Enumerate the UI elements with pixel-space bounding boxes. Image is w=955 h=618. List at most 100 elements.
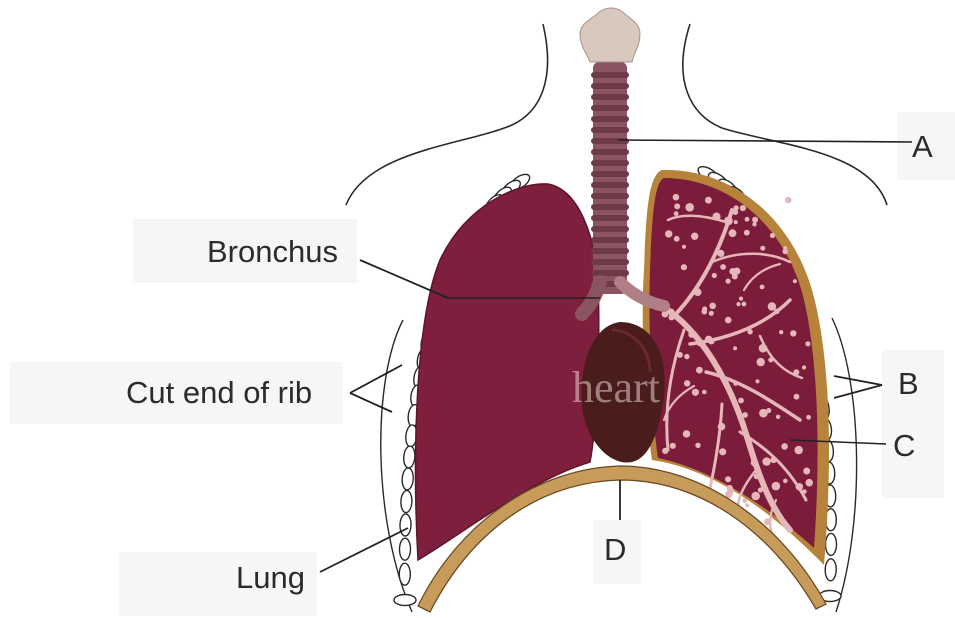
alveolus (688, 331, 695, 338)
alveolus (712, 213, 720, 221)
alveolus (802, 489, 807, 494)
trachea-ring (591, 193, 629, 199)
watermark-text: heart (572, 363, 660, 412)
alveolus (781, 443, 788, 450)
alveolus (662, 448, 668, 454)
trachea-ring (591, 248, 629, 254)
trachea-ring (591, 237, 629, 243)
alveolus (754, 473, 760, 479)
alveolus (751, 459, 758, 466)
alveolus (805, 341, 810, 346)
alveolus (770, 233, 775, 238)
leader-line-a (618, 140, 912, 142)
alveolus (729, 229, 737, 237)
alveolus (674, 236, 680, 242)
leader-line-b-upper (834, 376, 882, 385)
trachea-ring (591, 72, 629, 78)
alveolus (691, 233, 698, 240)
alveolus (669, 314, 675, 320)
alveolus (725, 317, 732, 324)
leader-line-rib-upper (350, 365, 402, 393)
alveolus (751, 492, 760, 501)
alveolus (674, 211, 679, 216)
rib-link (399, 538, 410, 560)
alveolus (793, 279, 797, 283)
rib-link (394, 595, 416, 606)
alveolus (757, 358, 765, 366)
trachea-ring (591, 94, 629, 100)
trachea-ring (591, 182, 629, 188)
larynx (580, 8, 640, 62)
alveolus (702, 309, 708, 315)
label-c: C (893, 430, 915, 461)
alveolus (702, 390, 707, 395)
alveolus (684, 354, 689, 359)
label-lung: Lung (236, 562, 305, 593)
alveolus (742, 412, 748, 418)
rib-link (403, 446, 416, 469)
trachea-ring (591, 105, 629, 111)
alveolus (743, 498, 748, 503)
alveolus (744, 230, 750, 236)
alveolus (782, 249, 788, 255)
label-bronchus: Bronchus (207, 236, 338, 267)
alveolus (758, 487, 763, 492)
trachea-ring (591, 83, 629, 89)
alveolus (696, 340, 702, 346)
trachea-ring (591, 160, 629, 166)
alveolus (770, 457, 776, 463)
alveolus (682, 245, 686, 249)
alveolus (747, 329, 752, 334)
alveolus (803, 468, 810, 475)
alveolus (694, 288, 702, 296)
alveolus (806, 415, 811, 420)
alveolus (805, 479, 813, 487)
alveolus (709, 311, 714, 316)
alveolus (733, 346, 737, 350)
alveolus (725, 476, 731, 482)
alveolus (684, 380, 690, 386)
alveolus (726, 279, 731, 284)
label-d: D (604, 534, 626, 565)
alveolus (802, 365, 806, 369)
alveolus (768, 302, 776, 310)
alveolus (709, 303, 716, 310)
alveolus (793, 369, 799, 375)
alveolus (733, 381, 738, 386)
alveolus (669, 309, 675, 315)
alveolus (717, 250, 724, 257)
label-b: B (898, 368, 919, 399)
trachea-ring (591, 171, 629, 177)
alveolus (705, 336, 712, 343)
trachea-ring (591, 226, 629, 232)
alveolus (670, 443, 676, 449)
rib-link (399, 563, 410, 585)
rib-link (825, 559, 836, 581)
alveolus (796, 483, 804, 491)
alveolus (752, 217, 758, 223)
alveolus (752, 222, 756, 226)
trachea-ring (591, 270, 629, 276)
rib-link (402, 468, 414, 491)
alveolus (740, 205, 746, 211)
alveolus (705, 197, 712, 204)
alveolus (762, 457, 770, 465)
alveolus (712, 273, 717, 278)
alveolus (674, 203, 680, 209)
alveolus (776, 415, 780, 419)
alveolus (718, 423, 726, 431)
alveolus (739, 297, 743, 301)
rib-link (825, 533, 836, 555)
alveolus (760, 246, 765, 251)
alveolus (760, 285, 765, 290)
alveolus (790, 330, 796, 336)
label-cut-end-of-rib: Cut end of rib (126, 377, 312, 408)
trachea-ring (591, 116, 629, 122)
alveolus (681, 264, 687, 270)
leader-line-rib-lower (350, 393, 392, 412)
alveolus (779, 330, 783, 334)
trachea-ring (591, 259, 629, 265)
alveolus (764, 518, 771, 525)
alveolus (720, 264, 726, 270)
